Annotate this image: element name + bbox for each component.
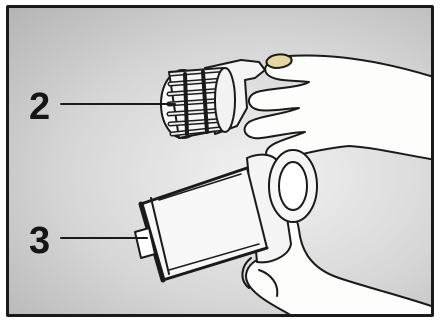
filter-removal-illustration xyxy=(9,8,434,317)
upper-thumbnail xyxy=(266,54,291,68)
callout-3-label: 3 xyxy=(29,222,50,260)
illustration-frame: 2 3 xyxy=(6,5,434,317)
callout-2-label: 2 xyxy=(29,88,50,126)
upper-hand xyxy=(245,54,434,160)
